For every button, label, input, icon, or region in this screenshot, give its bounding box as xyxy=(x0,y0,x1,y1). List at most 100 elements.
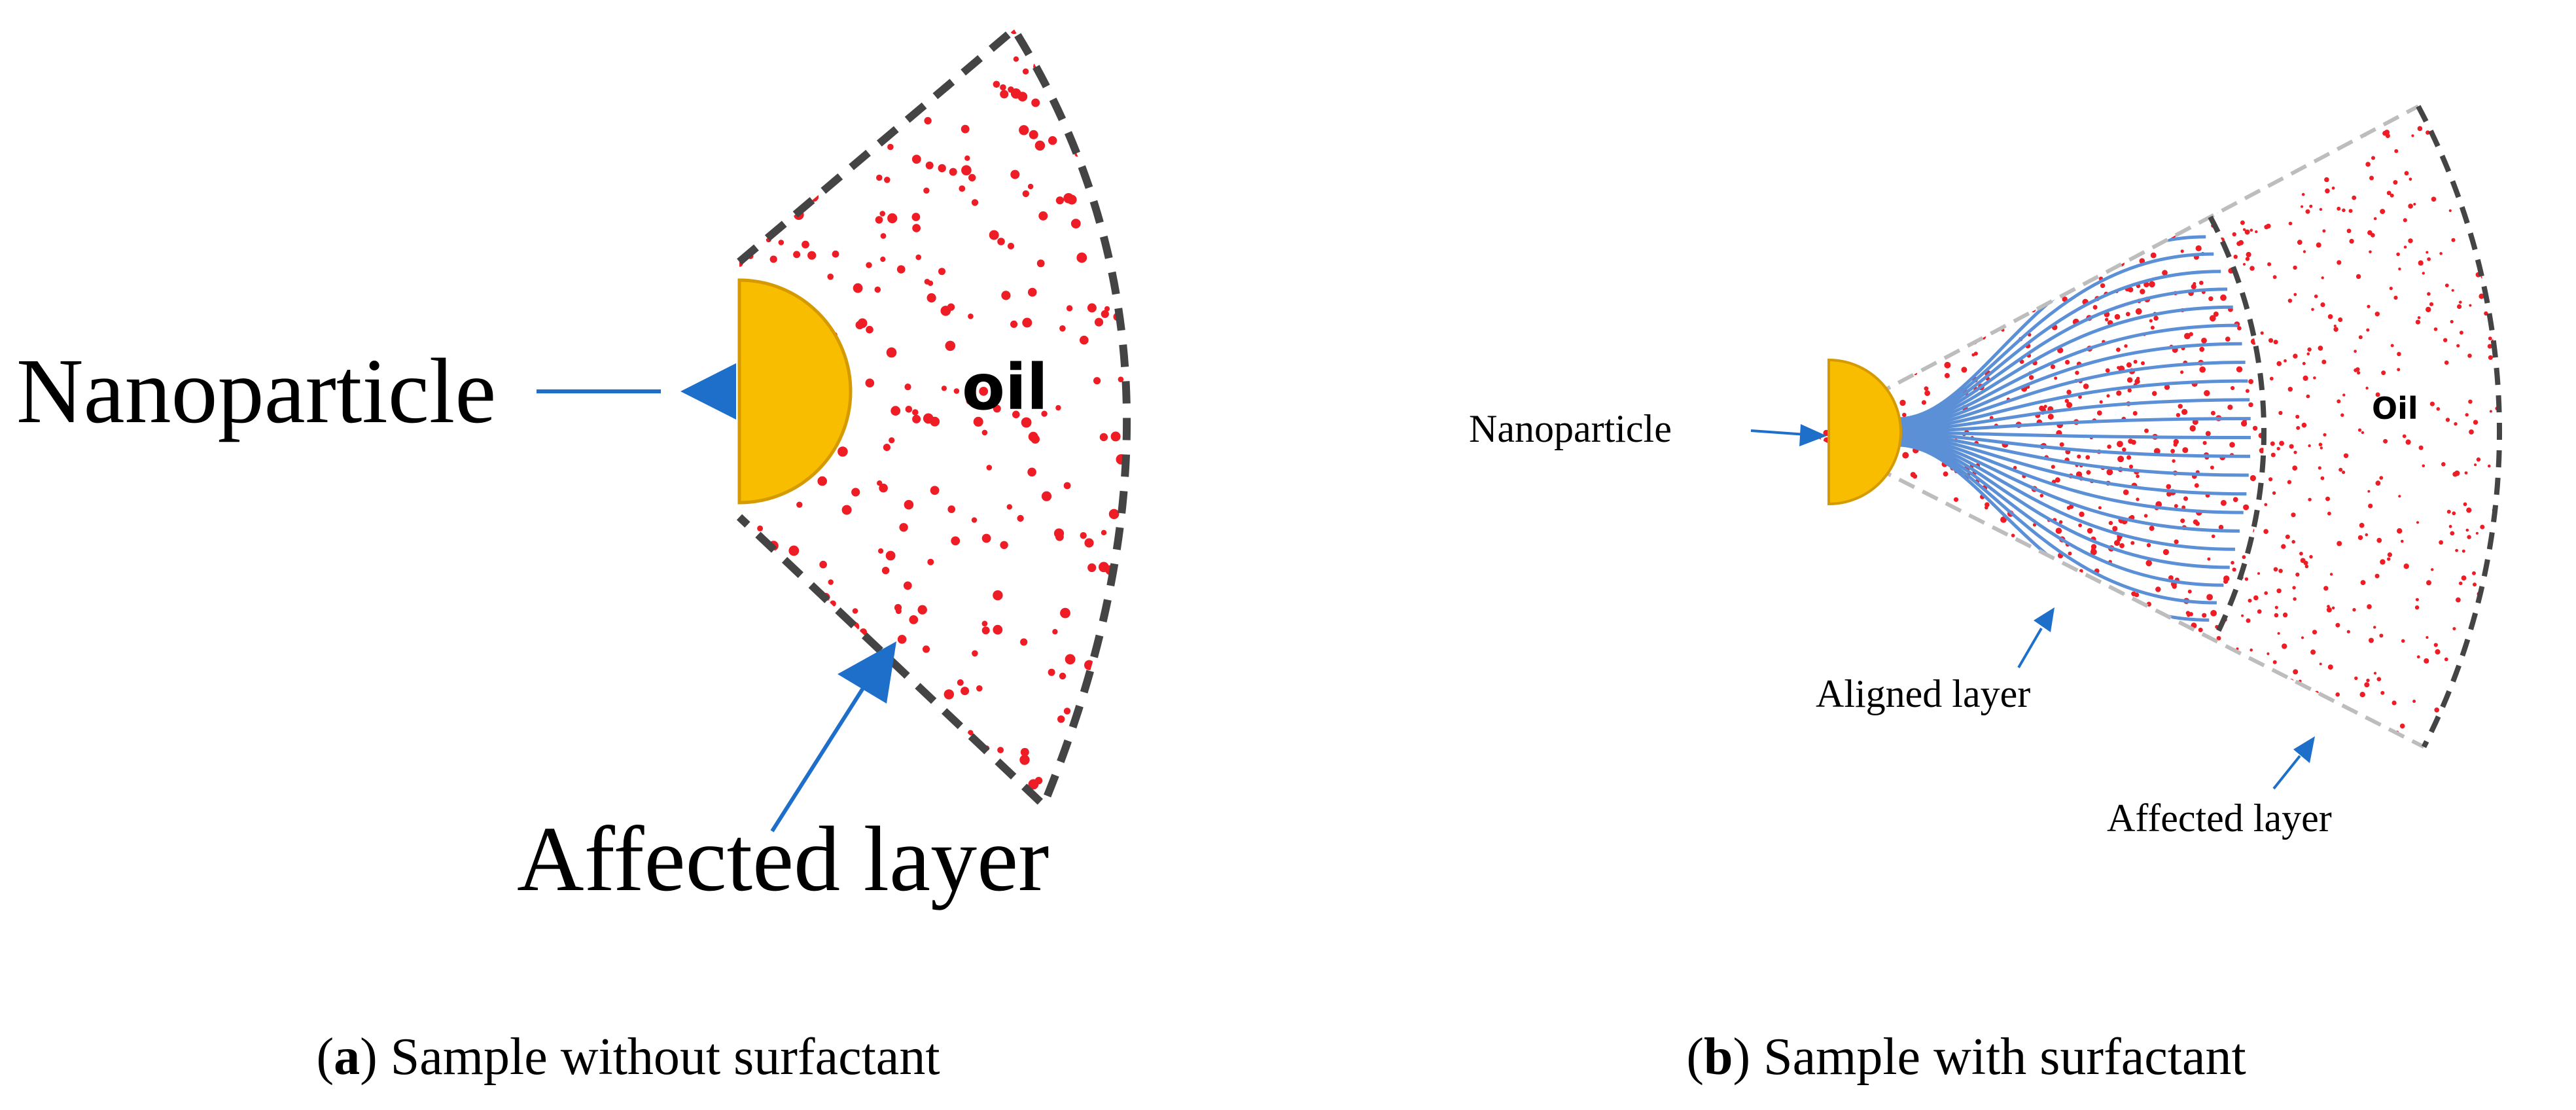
oil-molecule-dot xyxy=(2282,612,2288,618)
oil-molecule-dot xyxy=(2444,657,2448,662)
affected-molecule-dot xyxy=(1831,206,1837,211)
affected-molecule-dot xyxy=(1962,521,1967,526)
affected-molecule-dot xyxy=(2003,575,2009,580)
affected-molecule-dot xyxy=(2050,364,2056,370)
oil-molecule-dot xyxy=(769,70,780,80)
affected-molecule-dot xyxy=(1965,234,1970,240)
oil-molecule-dot xyxy=(2493,234,2497,238)
affected-molecule-dot xyxy=(1905,259,1911,264)
oil-molecule-dot xyxy=(2094,162,2098,166)
oil-molecule-dot xyxy=(2056,226,2060,229)
affected-molecule-dot xyxy=(2138,660,2143,665)
oil-molecule-dot xyxy=(1825,731,1827,734)
oil-molecule-dot xyxy=(2448,525,2452,528)
oil-molecule-dot xyxy=(2094,756,2097,759)
oil-molecule-dot xyxy=(2225,282,2229,285)
oil-molecule-dot xyxy=(2488,355,2493,360)
oil-molecule-dot xyxy=(1888,157,1893,162)
oil-molecule-dot xyxy=(2502,600,2506,603)
oil-molecule-dot xyxy=(2250,678,2255,683)
oil-molecule-dot xyxy=(1186,683,1193,690)
oil-molecule-dot xyxy=(1922,624,1924,627)
oil-molecule-dot xyxy=(787,124,796,132)
oil-molecule-dot xyxy=(912,409,919,416)
affected-molecule-dot xyxy=(2148,211,2152,215)
oil-molecule-dot xyxy=(2518,173,2522,177)
oil-molecule-dot xyxy=(896,265,906,274)
oil-molecule-dot xyxy=(2352,195,2357,200)
oil-molecule-dot xyxy=(2067,348,2072,352)
affected-molecule-dot xyxy=(2241,420,2248,427)
oil-molecule-dot xyxy=(947,736,958,747)
oil-molecule-dot xyxy=(2541,382,2544,385)
oil-molecule-dot xyxy=(2185,219,2191,224)
oil-molecule-dot xyxy=(2342,208,2346,213)
oil-molecule-dot xyxy=(1034,140,1046,151)
affected-molecule-dot xyxy=(2125,312,2130,317)
oil-molecule-dot xyxy=(1931,549,1935,554)
affected-molecule-dot xyxy=(1834,190,1837,194)
affected-molecule-dot xyxy=(2211,534,2215,539)
affected-molecule-dot xyxy=(2206,594,2214,601)
affected-molecule-dot xyxy=(1950,294,1954,298)
oil-molecule-dot xyxy=(2032,665,2036,668)
oil-molecule-dot xyxy=(2145,639,2149,643)
oil-molecule-dot xyxy=(2304,564,2309,569)
oil-molecule-dot xyxy=(1998,99,2003,103)
oil-molecule-dot xyxy=(2064,187,2069,192)
oil-molecule-dot xyxy=(917,605,927,615)
affected-molecule-dot xyxy=(2144,428,2149,433)
oil-molecule-dot xyxy=(2483,38,2488,43)
oil-molecule-dot xyxy=(2547,204,2552,209)
panel-b-oil-label: Oil xyxy=(2372,391,2418,426)
oil-molecule-dot xyxy=(2253,76,2257,81)
affected-molecule-dot xyxy=(1943,533,1948,539)
oil-molecule-dot xyxy=(1805,655,1808,659)
oil-molecule-dot xyxy=(2380,808,2383,811)
affected-molecule-dot xyxy=(2180,249,2184,253)
affected-molecule-dot xyxy=(2113,238,2119,243)
affected-molecule-dot xyxy=(1922,163,1928,169)
oil-molecule-dot xyxy=(2480,52,2484,56)
affected-molecule-dot xyxy=(2045,174,2050,179)
oil-molecule-dot xyxy=(2236,385,2239,389)
oil-molecule-dot xyxy=(2202,169,2207,173)
oil-molecule-dot xyxy=(2081,622,2086,626)
oil-molecule-dot xyxy=(2422,464,2426,468)
oil-molecule-dot xyxy=(1933,51,1938,56)
oil-molecule-dot xyxy=(2484,234,2488,238)
affected-molecule-dot xyxy=(2066,389,2072,395)
oil-molecule-dot xyxy=(2513,345,2516,348)
oil-molecule-dot xyxy=(1918,726,1921,728)
affected-molecule-dot xyxy=(1951,593,1957,599)
affected-molecule-dot xyxy=(1832,173,1837,177)
panel-b-nanoparticle-arrowhead xyxy=(1799,424,1827,446)
affected-molecule-dot xyxy=(2088,247,2094,253)
oil-molecule-dot xyxy=(2348,776,2352,779)
affected-molecule-dot xyxy=(2155,629,2159,634)
oil-molecule-dot xyxy=(1099,433,1108,442)
oil-molecule-dot xyxy=(2221,766,2224,769)
oil-molecule-dot xyxy=(2426,636,2429,639)
affected-molecule-dot xyxy=(2267,255,2271,259)
oil-molecule-dot xyxy=(800,34,809,44)
affected-molecule-dot xyxy=(1837,320,1844,327)
oil-molecule-dot xyxy=(1036,259,1045,268)
oil-molecule-dot xyxy=(2550,601,2553,603)
oil-molecule-dot xyxy=(2020,134,2026,139)
oil-molecule-dot xyxy=(2165,630,2169,634)
affected-molecule-dot xyxy=(1920,196,1924,200)
affected-molecule-dot xyxy=(2223,233,2227,238)
affected-molecule-dot xyxy=(1819,324,1825,331)
oil-molecule-dot xyxy=(1871,182,1874,185)
oil-molecule-dot xyxy=(2168,394,2171,397)
oil-molecule-dot xyxy=(1817,144,1822,149)
oil-molecule-dot xyxy=(1884,541,1888,545)
affected-molecule-dot xyxy=(1840,664,1844,669)
affected-molecule-dot xyxy=(2226,674,2232,680)
oil-molecule-dot xyxy=(2408,238,2413,243)
oil-molecule-dot xyxy=(2318,151,2321,154)
affected-molecule-dot xyxy=(2066,506,2071,510)
oil-molecule-dot xyxy=(2066,825,2070,829)
oil-molecule-dot xyxy=(2257,772,2260,776)
